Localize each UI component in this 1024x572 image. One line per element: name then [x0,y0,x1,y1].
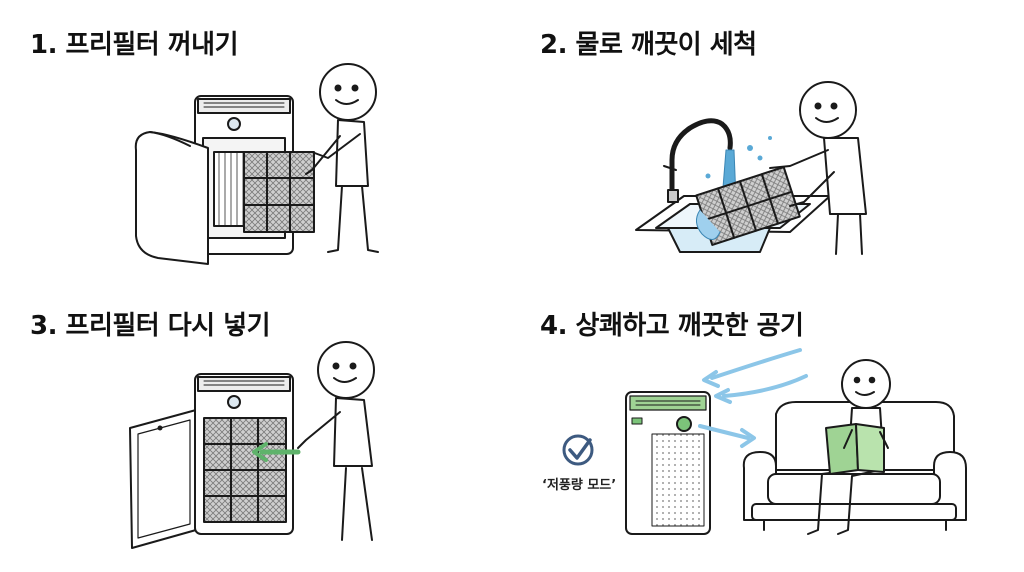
sofa-cushion [767,473,941,505]
airflow-arrows [698,348,808,448]
step-1-title: 1. 프리필터 꺼내기 [30,30,239,60]
low-fan-mode-label: ‘저풍량 모드’ [542,478,617,493]
check-circle-icon [562,434,594,466]
purifier-inner-slats [213,151,245,227]
panel-3-illustration [129,341,375,549]
person-head [799,81,857,139]
person-torso [335,119,369,187]
panel-4-illustration [562,348,967,535]
prefilter-washing [695,166,801,246]
panel-2-illustration [635,81,867,255]
purifier-status-light [676,416,692,432]
person-head [317,341,375,399]
step-2-title: 2. 물로 깨끗이 세척 [540,30,757,60]
panel-1-illustration [134,63,379,265]
purifier-top-vent [197,98,291,114]
step-3-title: 3. 프리필터 다시 넣기 [30,311,270,341]
purifier-grille [651,433,705,527]
book [825,423,859,475]
person-torso [823,137,867,215]
person-torso [333,397,373,467]
faucet [669,118,733,193]
step-4-title: 4. 상쾌하고 깨끗한 공기 [540,311,804,341]
purifier-front-panel [134,131,209,265]
person-head [841,359,891,409]
prefilter [243,151,315,233]
person-head [319,63,377,121]
purifier-sensor [227,117,241,131]
purifier-top-vent-green [629,395,707,411]
